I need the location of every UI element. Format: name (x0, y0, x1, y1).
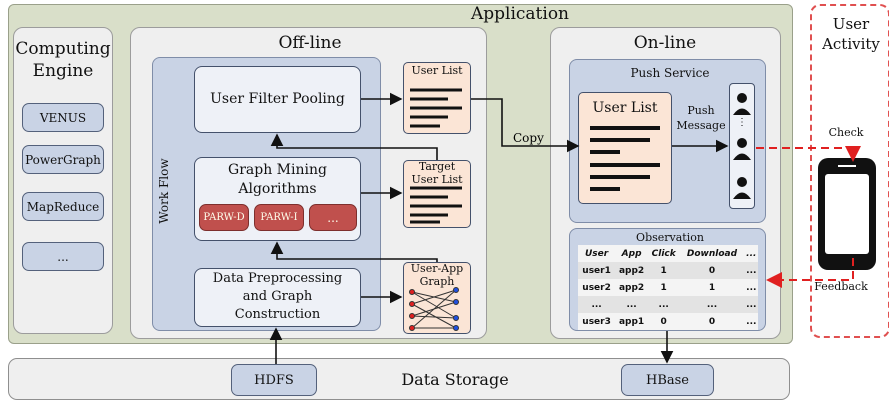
data-preprocessing-box (194, 268, 361, 327)
user-activity-label: User Activity (822, 15, 880, 53)
hdfs-label: HDFS (254, 373, 294, 388)
engine-item-powergraph[interactable]: PowerGraph (22, 145, 104, 174)
vertical-ellipsis-icon: ⋮ (737, 117, 747, 128)
graph-mining-label: Graph Mining Algorithms (228, 162, 327, 197)
table-cell: app2 (615, 262, 648, 279)
engine-item-label: MapReduce (26, 200, 100, 214)
table-cell: 0 (679, 262, 745, 279)
table-cell: ... (744, 313, 758, 330)
engine-item-mapreduce[interactable]: MapReduce (22, 192, 104, 221)
user-icon (733, 138, 751, 160)
phone-icon (818, 158, 876, 270)
user-filter-pooling-label: User Filter Pooling (210, 91, 345, 107)
table-cell: ... (615, 296, 648, 313)
offline-label: Off-line (278, 33, 342, 53)
copy-label: Copy (513, 131, 544, 145)
push-service-label: Push Service (630, 66, 710, 80)
data-storage-label: Data Storage (401, 370, 509, 389)
table-row: user3 app1 0 0 ... (578, 313, 758, 330)
engine-item-label: PowerGraph (25, 153, 101, 167)
algorithm-parw-i[interactable]: PARW-I (254, 204, 304, 231)
user-app-graph-card (403, 262, 471, 334)
hbase-button[interactable]: HBase (621, 364, 714, 396)
observation-title: Observation (636, 231, 704, 244)
table-cell: 1 (648, 279, 680, 296)
observation-header-cell: Click (648, 245, 680, 262)
bipartite-graph-icon (409, 287, 459, 331)
engine-item-more[interactable]: ... (22, 242, 104, 271)
hbase-label: HBase (645, 373, 689, 388)
table-row: user1 app2 1 0 ... (578, 262, 758, 279)
computing-engine-panel (13, 27, 113, 334)
document-lines-icon (590, 126, 660, 191)
engine-item-label: VENUS (39, 111, 87, 125)
table-cell: user3 (578, 313, 616, 330)
table-cell: app2 (615, 279, 648, 296)
table-cell: 1 (679, 279, 745, 296)
user-icon (733, 93, 751, 115)
data-preprocessing-label: Data Preprocessing and Graph Constructio… (212, 271, 343, 322)
observation-header-cell: App (615, 245, 648, 262)
observation-header-cell: Download (679, 245, 745, 262)
feedback-label: Feedback (814, 280, 868, 293)
table-cell: ... (578, 296, 616, 313)
target-user-list-label: Target User List (411, 160, 463, 186)
push-user-list-label: User List (592, 100, 658, 116)
engine-item-venus[interactable]: VENUS (22, 103, 104, 132)
table-cell: ... (744, 279, 758, 296)
observation-header-cell: ... (744, 245, 758, 262)
check-label: Check (828, 126, 864, 139)
table-cell: ... (744, 296, 758, 313)
application-label: Application (470, 4, 570, 24)
table-cell: ... (679, 296, 745, 313)
table-cell: user2 (578, 279, 616, 296)
table-cell: user1 (578, 262, 616, 279)
table-row: user2 app2 1 1 ... (578, 279, 758, 296)
table-row: ... ... ... ... ... (578, 296, 758, 313)
table-cell: 1 (648, 262, 680, 279)
observation-table: User App Click Download ... user1 app2 1… (578, 245, 758, 330)
algorithm-label: ... (327, 211, 339, 225)
user-list-label: User List (411, 64, 463, 77)
table-cell: app1 (615, 313, 648, 330)
algorithm-more[interactable]: ... (309, 204, 357, 231)
document-lines-icon (410, 88, 462, 128)
engine-item-label: ... (57, 250, 69, 264)
computing-engine-title: Computing Engine (15, 39, 111, 81)
table-cell: ... (648, 296, 680, 313)
table-cell: 0 (679, 313, 745, 330)
algorithm-label: PARW-I (260, 212, 298, 223)
document-lines-icon (410, 186, 462, 224)
user-icon (733, 177, 751, 199)
user-app-graph-label: User-App Graph (410, 262, 464, 288)
observation-header-cell: User (578, 245, 616, 262)
observation-header-row: User App Click Download ... (578, 245, 758, 262)
push-user-list-card (578, 92, 672, 204)
user-filter-pooling-box (194, 66, 361, 133)
online-label: On-line (633, 33, 697, 53)
table-cell: 0 (648, 313, 680, 330)
table-cell: ... (744, 262, 758, 279)
hdfs-button[interactable]: HDFS (231, 364, 317, 396)
algorithm-label: PARW-D (203, 212, 245, 223)
target-user-list-card (403, 160, 471, 228)
push-message-label: Push Message (676, 104, 726, 132)
algorithm-parw-d[interactable]: PARW-D (199, 204, 249, 231)
